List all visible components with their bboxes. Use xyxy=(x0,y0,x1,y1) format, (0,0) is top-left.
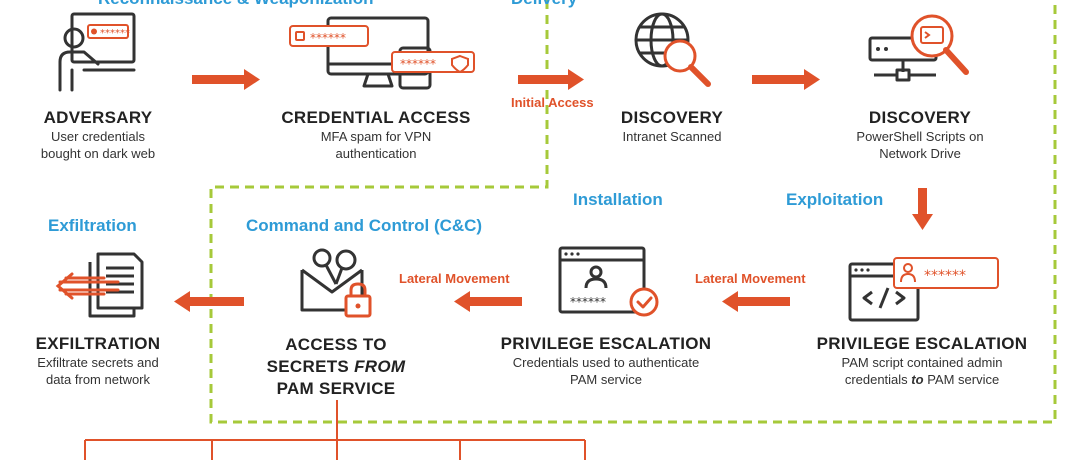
step-desc-priv-esc-1-line2: credentials to PAM service xyxy=(806,371,1038,388)
hacker-at-computer-icon: ****** xyxy=(58,12,136,92)
flow-arrow-4 xyxy=(912,188,933,230)
phase-exfiltration: Exfiltration xyxy=(48,216,137,235)
flow-arrow-1 xyxy=(192,69,260,90)
step-desc-adversary-line2: bought on dark web xyxy=(40,146,156,161)
monitor-password-icon: ****** ****** xyxy=(289,16,475,90)
step-desc-priv-esc-1-emphasis: to xyxy=(911,372,924,387)
step-desc-priv-esc-1-line1: PAM script contained admin xyxy=(841,355,1003,370)
step-desc-exfiltration-line2: data from network xyxy=(45,372,151,387)
step-desc-credential-access-line2: authentication xyxy=(335,146,417,161)
step-title-access-secrets-line3: PAM SERVICE xyxy=(276,379,396,398)
step-desc-discovery-1-line1: Intranet Scanned xyxy=(622,129,722,144)
step-desc-adversary-line1: User credentials xyxy=(51,129,145,144)
phase-command-control: Command and Control (C&C) xyxy=(246,216,483,235)
step-title-access-secrets: ACCESS TO SECRETS FROM PAM SERVICE xyxy=(246,334,426,400)
flow-arrow-2 xyxy=(518,69,584,90)
step-desc-priv-esc-2-line2: PAM service xyxy=(570,372,642,387)
flow-arrow-7 xyxy=(174,291,244,312)
masked-text-d: ****** xyxy=(924,268,966,284)
server-magnifier-icon xyxy=(868,14,969,82)
masked-text-b: ****** xyxy=(310,31,346,45)
delivery-boundary xyxy=(209,0,1057,424)
masked-text-a: ****** xyxy=(100,28,130,39)
step-desc-exfiltration-line1: Exfiltrate secrets and xyxy=(37,355,159,370)
step-title-priv-esc-1: PRIVILEGE ESCALATION xyxy=(816,334,1028,353)
svg-text:******: ****** xyxy=(570,295,606,309)
documents-exfiltrate-icon xyxy=(55,252,144,318)
step-title-access-secrets-line1: ACCESS TO xyxy=(285,335,387,354)
step-desc-priv-esc-1: PAM script contained admin credentials t… xyxy=(806,354,1038,388)
step-title-access-secrets-line2: SECRETS FROM xyxy=(246,356,426,378)
step-title-adversary: ADVERSARY xyxy=(43,108,153,127)
step-title-access-secrets-emphasis: FROM xyxy=(354,357,406,376)
phase-installation: Installation xyxy=(573,190,663,209)
step-title-discovery-2: DISCOVERY xyxy=(868,108,972,127)
step-desc-priv-esc-2-line1: Credentials used to authenticate xyxy=(512,355,700,370)
masked-text-c: ****** xyxy=(400,57,436,71)
flow-arrow-6 xyxy=(454,291,522,312)
code-window-password-icon: ****** xyxy=(848,257,999,322)
step-title-priv-esc-2: PRIVILEGE ESCALATION xyxy=(500,334,712,353)
step-title-credential-access: CREDENTIAL ACCESS xyxy=(281,108,471,127)
step-desc-credential-access-line1: MFA spam for VPN xyxy=(320,129,432,144)
step-title-access-secrets-line2-pre: SECRETS xyxy=(266,357,355,376)
step-desc-priv-esc-1-line2-pre: credentials xyxy=(844,372,912,387)
arrow-label-lateral-movement-1: Lateral Movement xyxy=(695,271,806,286)
step-desc-priv-esc-2: Credentials used to authenticate PAM ser… xyxy=(488,354,724,388)
phase-delivery: Delivery xyxy=(511,0,577,9)
arrow-label-initial-access: Initial Access xyxy=(511,95,594,110)
step-desc-credential-access: MFA spam for VPN authentication xyxy=(256,128,496,162)
step-desc-priv-esc-1-line2-post: PAM service xyxy=(923,372,1000,387)
step-desc-exfiltration: Exfiltrate secrets and data from network xyxy=(0,354,196,388)
arrow-label-lateral-movement-2: Lateral Movement xyxy=(399,271,510,286)
step-desc-adversary: User credentials bought on dark web xyxy=(0,128,196,162)
step-desc-discovery-2: PowerShell Scripts on Network Drive xyxy=(830,128,1010,162)
step-desc-discovery-2-line1: PowerShell Scripts on xyxy=(856,129,984,144)
globe-magnifier-icon xyxy=(634,12,711,87)
login-window-check-icon: ****** xyxy=(558,246,659,317)
phase-exploitation: Exploitation xyxy=(786,190,884,209)
branch-connector xyxy=(84,400,586,460)
keys-envelope-lock-icon xyxy=(300,248,372,318)
step-desc-discovery-1: Intranet Scanned xyxy=(592,128,752,145)
step-desc-discovery-2-line2: Network Drive xyxy=(879,146,961,161)
flow-arrow-3 xyxy=(752,69,820,90)
phase-recon: Reconnaissance & Weaponization xyxy=(98,0,374,9)
flow-arrow-5 xyxy=(722,291,790,312)
step-title-exfiltration: EXFILTRATION xyxy=(35,334,161,353)
step-title-discovery-1: DISCOVERY xyxy=(620,108,724,127)
